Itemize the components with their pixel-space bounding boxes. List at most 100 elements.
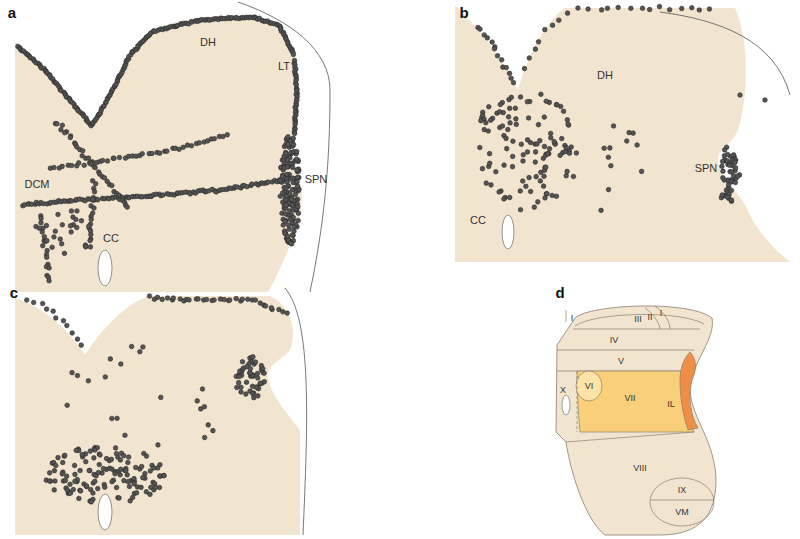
region-label: II — [647, 313, 652, 322]
neuron-dot — [251, 391, 256, 396]
neuron-dot — [79, 343, 84, 348]
neuron-dot — [479, 118, 484, 123]
neuron-dot — [269, 306, 274, 311]
neuron-dot — [111, 156, 116, 161]
neuron-dot — [514, 122, 519, 127]
neuron-dot — [110, 183, 115, 188]
neuron-dot — [286, 142, 291, 147]
neuron-dot — [44, 223, 49, 228]
neuron-dot — [77, 496, 82, 501]
neuron-dot — [53, 463, 58, 468]
panel-letter: b — [459, 5, 468, 20]
central-canal — [98, 250, 112, 286]
neuron-dot — [244, 392, 249, 397]
neuron-dot — [506, 115, 511, 120]
neuron-dot — [47, 266, 52, 271]
neuron-dot — [484, 181, 489, 186]
neuron-dot — [97, 452, 102, 457]
neuron-dot — [60, 222, 65, 227]
neuron-dot — [115, 416, 120, 421]
neuron-dot — [733, 180, 738, 185]
neuron-dot — [187, 298, 192, 303]
lamina-iii-boundary — [573, 329, 700, 330]
neuron-dot — [109, 457, 114, 462]
neuron-dot — [114, 451, 119, 456]
neuron-dot — [60, 164, 65, 169]
neuron-dot — [116, 193, 121, 198]
neuron-dot — [565, 169, 570, 174]
central-canal — [98, 494, 112, 530]
neuron-dot — [295, 184, 300, 189]
neuron-dot — [261, 366, 266, 371]
neuron-dot — [518, 207, 523, 212]
neuron-dot — [72, 463, 77, 468]
neuron-dot — [506, 127, 511, 132]
neuron-dot — [24, 298, 29, 303]
neuron-dot — [640, 6, 645, 11]
neuron-dot — [281, 310, 286, 315]
cord-edge-line — [285, 288, 307, 535]
neuron-dot — [608, 146, 613, 151]
neuron-dot — [280, 174, 285, 179]
neuron-dot — [88, 232, 93, 237]
neuron-dot — [294, 149, 299, 154]
neuron-dot — [280, 191, 285, 196]
neuron-dot — [521, 152, 526, 157]
neuron-dot — [547, 146, 552, 151]
neuron-dot — [502, 197, 507, 202]
neuron-dot — [124, 468, 129, 473]
neuron-dot — [56, 455, 61, 460]
lamina-ii-boundary — [575, 314, 704, 326]
neuron-dot — [525, 150, 530, 155]
neuron-dot — [478, 145, 483, 150]
neuron-dot — [606, 155, 611, 160]
neuron-dot — [69, 230, 74, 235]
neuron-dot — [293, 192, 298, 197]
neuron-dot — [285, 234, 290, 239]
neuron-dot — [150, 151, 155, 156]
neuron-dot — [558, 153, 563, 158]
neuron-dot — [39, 221, 44, 226]
neuron-dot — [62, 453, 67, 458]
neuron-dot — [47, 471, 52, 476]
neuron-dot — [162, 473, 167, 478]
neuron-dot — [544, 99, 549, 104]
neuron-dot — [117, 496, 122, 501]
panel-letter: d — [555, 285, 564, 300]
neuron-dot — [565, 11, 570, 16]
neuron-dot — [92, 447, 97, 452]
neuron-dot — [68, 135, 73, 140]
neuron-dot — [518, 189, 523, 194]
neuron-dot — [104, 456, 109, 461]
neuron-dot — [248, 366, 253, 371]
neuron-dot — [292, 224, 297, 229]
neuron-dot — [285, 158, 290, 163]
neuron-dot — [123, 433, 128, 438]
neuron-dot — [51, 309, 56, 314]
region-label: DH — [200, 37, 216, 48]
neuron-dot — [497, 190, 502, 195]
neuron-dot — [586, 7, 591, 12]
neuron-dot — [552, 139, 557, 144]
neuron-dot — [101, 466, 106, 471]
region-label: VII — [624, 394, 635, 403]
midline-tick — [566, 310, 567, 322]
neuron-dot — [93, 165, 98, 170]
neuron-dot — [125, 205, 130, 210]
central-canal — [562, 395, 570, 415]
neuron-dot — [236, 380, 241, 385]
neuron-dot — [62, 130, 67, 135]
neuron-dot — [134, 490, 139, 495]
neuron-dot — [525, 99, 530, 104]
neuron-dot — [485, 36, 490, 41]
neuron-dot — [647, 7, 652, 12]
neuron-dot — [557, 18, 562, 23]
neuron-dot — [82, 163, 87, 168]
neuron-dot — [237, 374, 242, 379]
neuron-dot — [667, 7, 672, 12]
neuron-dot — [92, 206, 97, 211]
neuron-dot — [504, 136, 509, 141]
neuron-dot — [263, 304, 268, 309]
neuron-dot — [126, 195, 131, 200]
neuron-dot — [62, 251, 67, 256]
